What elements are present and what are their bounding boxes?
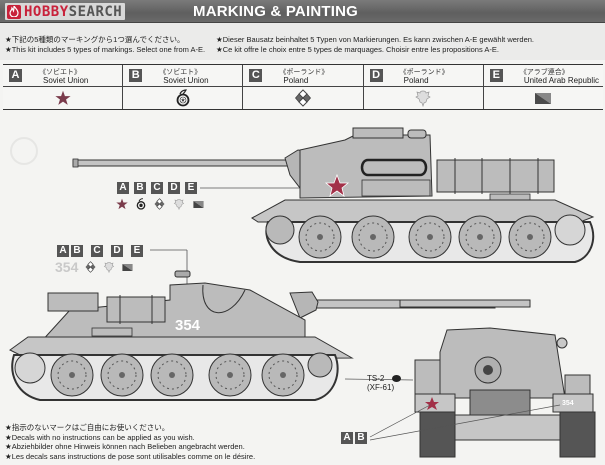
upper-tank-marking-icons <box>116 198 204 210</box>
marking-country: Soviet Union <box>43 76 89 85</box>
front-hull-number: 354 <box>562 400 574 407</box>
upper-tank-marking-letters: A B C D E <box>117 182 197 194</box>
logo-suffix-text: SEARCH <box>68 3 123 20</box>
note-jp: ★指示のないマークはご自由にお使いください。 <box>5 423 170 432</box>
red-star-icon <box>116 198 128 210</box>
polish-diamond-icon <box>295 89 311 107</box>
paint-code: TS-2 <box>367 374 385 383</box>
painting-diagram: A B C D E <box>0 112 605 465</box>
polish-eagle-icon <box>415 90 431 107</box>
letter-a: A <box>57 245 69 257</box>
paint-drop-icon <box>392 375 401 382</box>
front-view-marking-letters: A B <box>341 432 367 444</box>
decal-notes: ★指示のないマークはご自由にお使いください。 ★Decals with no i… <box>5 423 255 461</box>
page-title: MARKING & PAINTING <box>193 3 358 20</box>
marking-letter: B <box>129 69 143 82</box>
flame-icon <box>7 4 21 19</box>
letter-d: D <box>168 182 180 194</box>
intro-en: ★This kit includes 5 types of markings. … <box>5 45 206 54</box>
intro-jp: ★下記の5種類のマーキングから1つ選んでください。 <box>5 35 185 44</box>
red-star-icon <box>54 90 71 105</box>
intro-text-band: ★下記の5種類のマーキングから1つ選んでください。 ★This kit incl… <box>0 23 605 60</box>
letter-e: E <box>185 182 197 194</box>
step-number-watermark <box>10 137 38 165</box>
polish-eagle-icon <box>173 199 185 210</box>
marking-letter: E <box>489 69 503 82</box>
number-decal-354: 354 <box>55 259 79 275</box>
polish-diamond-icon <box>154 198 165 210</box>
note-en: ★Decals with no instructions can be appl… <box>5 432 195 442</box>
uar-flag-icon <box>122 263 133 271</box>
letter-c: C <box>151 182 163 194</box>
letter-a: A <box>341 432 353 444</box>
marking-option-d[interactable]: D 《ポーランド》 Poland <box>363 65 484 109</box>
intro-de: ★Dieser Bausatz beinhaltet 5 Typen von M… <box>216 35 535 44</box>
intro-fr: ★Ce kit offre le choix entre 5 types de … <box>216 45 499 54</box>
letter-c: C <box>91 245 103 257</box>
marking-option-c[interactable]: C 《ポーランド》 Poland <box>243 65 364 109</box>
page-header: HOBBY SEARCH MARKING & PAINTING <box>0 0 605 23</box>
paint-code-secondary: (XF-61) <box>367 383 395 392</box>
circled-star-icon <box>136 198 146 210</box>
marking-option-e[interactable]: E 《アラブ連合》 United Arab Republic <box>483 65 604 109</box>
marking-country: United Arab Republic <box>523 76 599 85</box>
marking-letter: D <box>369 69 383 82</box>
marking-letter: C <box>249 69 263 82</box>
letter-b: B <box>134 182 146 194</box>
marking-jp-label: 《ソビエト》 <box>159 69 202 76</box>
logo-brand-text: HOBBY <box>24 3 69 20</box>
marking-jp-label: 《アラブ連合》 <box>519 69 569 76</box>
letter-a: A <box>117 182 129 194</box>
intro-left-column: ★下記の5種類のマーキングから1つ選んでください。 ★This kit incl… <box>5 35 205 55</box>
marking-jp-label: 《ソビエト》 <box>39 69 81 76</box>
letter-b: B <box>71 245 83 257</box>
polish-diamond-icon <box>85 261 96 273</box>
intro-right-column: ★Dieser Bausatz beinhaltet 5 Typen von M… <box>216 35 534 55</box>
letter-d: D <box>111 245 123 257</box>
marking-jp-label: 《ポーランド》 <box>279 69 329 76</box>
uar-flag-icon <box>535 92 552 104</box>
uar-flag-icon <box>193 200 204 208</box>
paint-callout-ts2: TS-2 (XF-61) <box>367 374 394 392</box>
marking-options-table: A 《ソビエト》 Soviet Union B 《ソビエト》 Soviet Un… <box>3 64 604 110</box>
lower-tank-marking-icons: 354 <box>55 259 133 275</box>
marking-country: Poland <box>283 76 309 85</box>
letter-b: B <box>355 432 367 444</box>
marking-jp-label: 《ポーランド》 <box>399 69 449 76</box>
marking-country: Poland <box>403 76 429 85</box>
upper-tank-side-view <box>9 127 596 458</box>
letter-e: E <box>131 245 143 257</box>
marking-country: Soviet Union <box>163 76 209 85</box>
circled-star-icon <box>176 89 190 107</box>
note-fr: ★Les decals sans instructions de pose so… <box>5 451 256 461</box>
note-de: ★Abziehbilder ohne Hinweis können nach B… <box>5 442 245 451</box>
hobby-search-logo[interactable]: HOBBY SEARCH <box>5 3 126 20</box>
lower-tank-marking-letters: A B C D E <box>57 245 143 257</box>
polish-eagle-icon <box>104 262 115 273</box>
marking-option-b[interactable]: B 《ソビエト》 Soviet Union <box>123 65 244 109</box>
marking-option-a[interactable]: A 《ソビエト》 Soviet Union <box>3 65 124 109</box>
hull-number-354: 354 <box>175 317 201 334</box>
marking-letter: A <box>9 69 22 82</box>
